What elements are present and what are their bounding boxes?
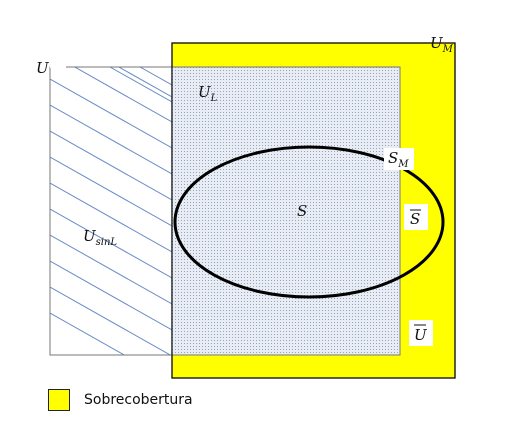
list-frame-region [172,67,400,355]
label-S-M-background [384,148,414,170]
sample-ellipse [173,145,445,299]
legend-label: Sobrecobertura [84,392,193,408]
label-U-bar-background [409,320,433,346]
label-U-M: UM [430,34,454,55]
legend: Sobrecobertura [48,389,193,411]
label-S-M: SM [388,149,409,170]
label-S-bar-background [404,204,428,230]
label-U-bar: U [414,326,428,344]
label-U: U [36,59,50,77]
legend-swatch-overcoverage [48,389,70,411]
label-U-L: UL [198,83,218,104]
label-S: S [297,202,307,220]
uncovered-region-hatching [50,67,172,355]
label-S-bar: S [410,210,420,228]
label-U-sinL: UsinL [83,227,117,248]
frame-outline [171,42,456,379]
